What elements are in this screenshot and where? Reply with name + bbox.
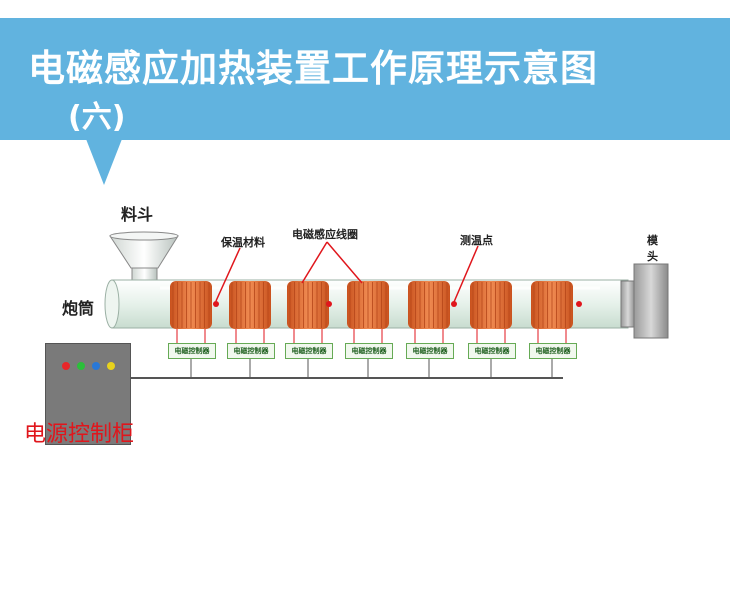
die-head bbox=[620, 263, 669, 339]
induction-controller: 电磁控制器 bbox=[227, 343, 275, 359]
temperature-point bbox=[213, 301, 219, 307]
banner-pointer bbox=[86, 139, 122, 185]
induction-controller: 电磁控制器 bbox=[168, 343, 216, 359]
induction-controller: 电磁控制器 bbox=[529, 343, 577, 359]
power-control-cabinet bbox=[45, 343, 131, 445]
die-label-top: 模 bbox=[647, 234, 658, 247]
insulation-label: 保温材料 bbox=[221, 236, 265, 249]
induction-coil bbox=[287, 281, 329, 329]
temp-leader bbox=[453, 245, 479, 303]
induction-controller: 电磁控制器 bbox=[468, 343, 516, 359]
diagram-title: 电磁感应加热装置工作原理示意图 bbox=[28, 47, 598, 90]
induction-coil bbox=[408, 281, 450, 329]
induction-coil bbox=[229, 281, 271, 329]
leader-lines bbox=[215, 241, 479, 303]
indicator-light bbox=[62, 362, 70, 370]
induction-controller: 电磁控制器 bbox=[285, 343, 333, 359]
diagram-subtitle: (六) bbox=[68, 100, 126, 135]
temperature-point bbox=[451, 301, 457, 307]
coil-group bbox=[170, 281, 582, 329]
barrel-label: 炮筒 bbox=[62, 299, 95, 318]
indicator-light bbox=[92, 362, 100, 370]
induction-coil bbox=[470, 281, 512, 329]
die-label-bottom: 头 bbox=[647, 250, 658, 263]
insulation-leader bbox=[215, 247, 241, 302]
induction-coil bbox=[170, 281, 212, 329]
induction-coil bbox=[531, 281, 573, 329]
temp-point-label: 测温点 bbox=[460, 234, 493, 247]
induction-controller: 电磁控制器 bbox=[406, 343, 454, 359]
controller-wiring bbox=[176, 329, 567, 378]
coil-leader-left bbox=[301, 241, 328, 284]
hopper bbox=[109, 231, 179, 291]
hopper-label: 料斗 bbox=[121, 205, 154, 224]
indicator-light bbox=[107, 362, 115, 370]
induction-controller: 电磁控制器 bbox=[345, 343, 393, 359]
temperature-point bbox=[576, 301, 582, 307]
coil-leader-right bbox=[326, 241, 363, 284]
cabinet-label: 电源控制柜 bbox=[24, 422, 135, 447]
title-banner: 电磁感应加热装置工作原理示意图 (六) bbox=[0, 18, 730, 140]
temperature-point bbox=[326, 301, 332, 307]
coil-label: 电磁感应线圈 bbox=[292, 228, 358, 241]
indicator-light bbox=[77, 362, 85, 370]
induction-coil bbox=[347, 281, 389, 329]
